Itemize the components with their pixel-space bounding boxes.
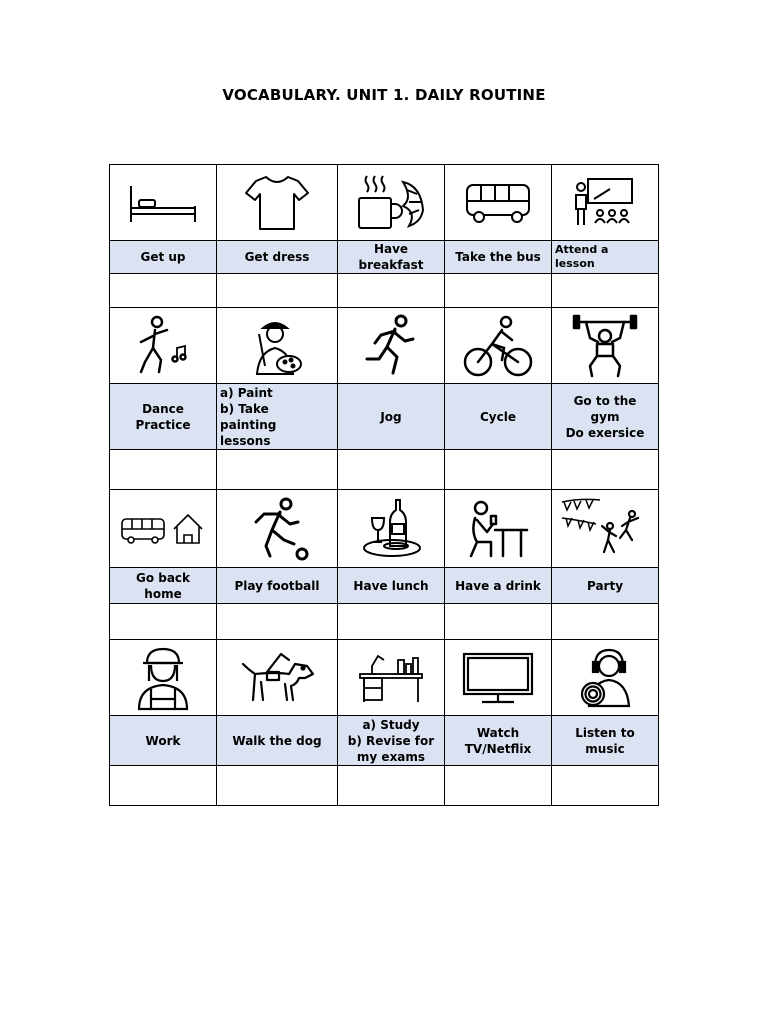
vocab-label: Go back home <box>109 567 217 604</box>
blank-cell[interactable] <box>337 449 445 490</box>
blank-cell[interactable] <box>109 273 217 308</box>
blank-cell[interactable] <box>444 765 552 806</box>
cyclist-icon <box>463 315 533 376</box>
vocab-label: Attend a lesson <box>551 240 659 274</box>
icon-cell <box>337 639 445 716</box>
vocab-label: a) Study b) Revise for my exams <box>337 715 445 766</box>
blank-row <box>109 273 659 308</box>
dancer-icon <box>139 315 187 373</box>
vocab-label: Go to the gym Do exersice <box>551 383 659 450</box>
person-drinking-icon <box>469 500 529 557</box>
blank-cell[interactable] <box>216 765 338 806</box>
vocabulary-table: Get up Get dress Have breakfast Take the… <box>109 164 659 806</box>
tv-icon <box>462 652 534 703</box>
vocab-label: Watch TV/Netflix <box>444 715 552 766</box>
vocab-label: Jog <box>337 383 445 450</box>
icon-cell <box>444 307 552 384</box>
icon-cell <box>216 639 338 716</box>
icon-row <box>109 307 659 384</box>
blank-cell[interactable] <box>109 603 217 640</box>
study-desk-icon <box>359 654 423 702</box>
vocab-label: Play football <box>216 567 338 604</box>
blank-cell[interactable] <box>216 449 338 490</box>
blank-cell[interactable] <box>337 765 445 806</box>
label-row: Dance Practice a) Paint b) Take painting… <box>109 383 659 450</box>
vocab-label: Have a drink <box>444 567 552 604</box>
blank-cell[interactable] <box>444 603 552 640</box>
painter-icon <box>255 321 302 375</box>
vocab-label: Dance Practice <box>109 383 217 450</box>
blank-cell[interactable] <box>551 765 659 806</box>
blank-cell[interactable] <box>551 449 659 490</box>
t-shirt-icon <box>245 175 309 230</box>
label-row: Work Walk the dog a) Study b) Revise for… <box>109 715 659 766</box>
icon-row <box>109 639 659 716</box>
coffee-croissant-icon <box>358 174 425 229</box>
icon-cell <box>444 639 552 716</box>
icon-cell <box>216 164 338 241</box>
icon-cell <box>337 164 445 241</box>
page-title: VOCABULARY. UNIT 1. DAILY ROUTINE <box>222 86 546 104</box>
blank-cell[interactable] <box>109 449 217 490</box>
teacher-lesson-icon <box>575 177 633 225</box>
icon-cell <box>551 164 659 241</box>
music-headphones-icon <box>580 648 631 707</box>
blank-cell[interactable] <box>109 765 217 806</box>
football-player-icon <box>254 497 309 560</box>
vocab-label: a) Paint b) Take painting lessons <box>216 383 338 450</box>
vocab-label: Walk the dog <box>216 715 338 766</box>
vocab-label: Have lunch <box>337 567 445 604</box>
icon-cell <box>337 307 445 384</box>
vocab-label: Have breakfast <box>337 240 445 274</box>
icon-cell <box>444 164 552 241</box>
vocab-label: Party <box>551 567 659 604</box>
party-icon <box>561 498 640 553</box>
worker-icon <box>137 647 189 710</box>
wine-meal-icon <box>363 498 421 557</box>
runner-icon <box>365 314 415 374</box>
bus-home-icon <box>121 513 203 544</box>
blank-cell[interactable] <box>216 273 338 308</box>
vocab-label: Get dress <box>216 240 338 274</box>
vocab-label: Cycle <box>444 383 552 450</box>
vocab-label: Get up <box>109 240 217 274</box>
bus-icon <box>466 183 530 223</box>
icon-cell <box>109 639 217 716</box>
icon-row <box>109 164 659 241</box>
dog-icon <box>241 652 315 701</box>
vocab-label: Listen to music <box>551 715 659 766</box>
bed-icon <box>130 185 196 222</box>
icon-cell <box>109 307 217 384</box>
icon-cell <box>216 307 338 384</box>
label-row: Go back home Play football Have lunch Ha… <box>109 567 659 604</box>
icon-cell <box>109 489 217 568</box>
vocab-label: Take the bus <box>444 240 552 274</box>
icon-cell <box>337 489 445 568</box>
icon-cell <box>551 639 659 716</box>
blank-cell[interactable] <box>551 273 659 308</box>
blank-cell[interactable] <box>337 603 445 640</box>
blank-cell[interactable] <box>444 273 552 308</box>
icon-cell <box>109 164 217 241</box>
blank-row <box>109 449 659 490</box>
vocab-label: Work <box>109 715 217 766</box>
label-row: Get up Get dress Have breakfast Take the… <box>109 240 659 274</box>
icon-cell <box>551 307 659 384</box>
blank-cell[interactable] <box>551 603 659 640</box>
blank-cell[interactable] <box>337 273 445 308</box>
blank-row <box>109 603 659 640</box>
icon-cell <box>216 489 338 568</box>
icon-row <box>109 489 659 568</box>
blank-cell[interactable] <box>216 603 338 640</box>
icon-cell <box>551 489 659 568</box>
icon-cell <box>444 489 552 568</box>
weightlifter-icon <box>572 314 638 377</box>
blank-row <box>109 765 659 806</box>
blank-cell[interactable] <box>444 449 552 490</box>
